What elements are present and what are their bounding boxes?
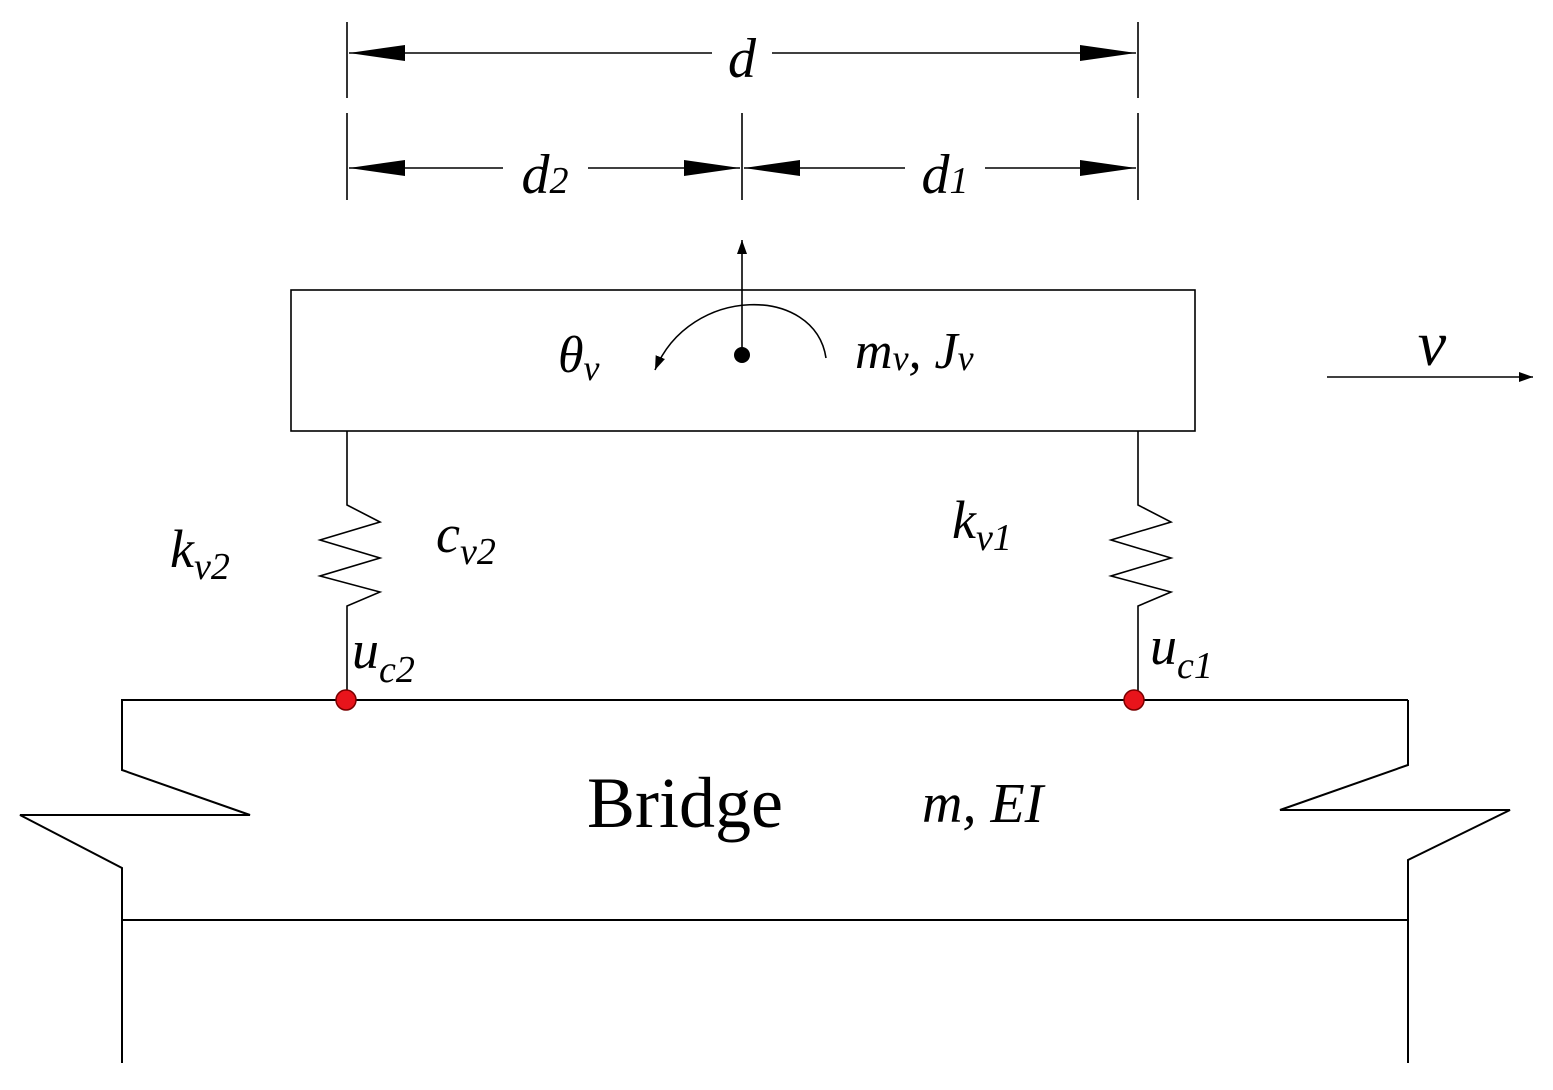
center-of-mass-dot [734,347,750,363]
bridge-label: Bridge [587,763,783,843]
rotation-label: θv [558,327,600,388]
velocity-label: v [1418,308,1447,379]
bridge-left-outline [19,699,1408,1063]
mass-inertia-label: mv, Jv [855,323,974,380]
front-stiffness-label: kv1 [952,490,1012,559]
rotation-dof-arc [654,303,827,371]
front-contact-label: uc1 [1150,616,1213,687]
vehicle-body [290,289,1196,432]
front-contact-point [1123,689,1145,711]
rear-spring [317,431,383,700]
dim-front-label: d1 [922,144,969,206]
rear-contact-point [335,689,357,711]
dim-total-label: d [728,28,757,90]
dim-rear-label: d2 [522,144,569,206]
dimension-group: d d2 d1 [346,22,1139,206]
rear-contact-label: uc2 [352,620,415,691]
front-spring [1108,431,1174,700]
rear-damping-label: cv2 [436,504,496,573]
bridge-group: Bridge m, EI [19,689,1511,1063]
bridge-right-outline [1279,700,1511,1063]
bridge-properties-label: m, EI [922,773,1046,835]
rear-stiffness-label: kv2 [170,519,230,588]
vehicle-group: θv mv, Jv v [290,240,1533,432]
suspension-group: kv2 cv2 kv1 uc2 uc1 [170,431,1213,700]
